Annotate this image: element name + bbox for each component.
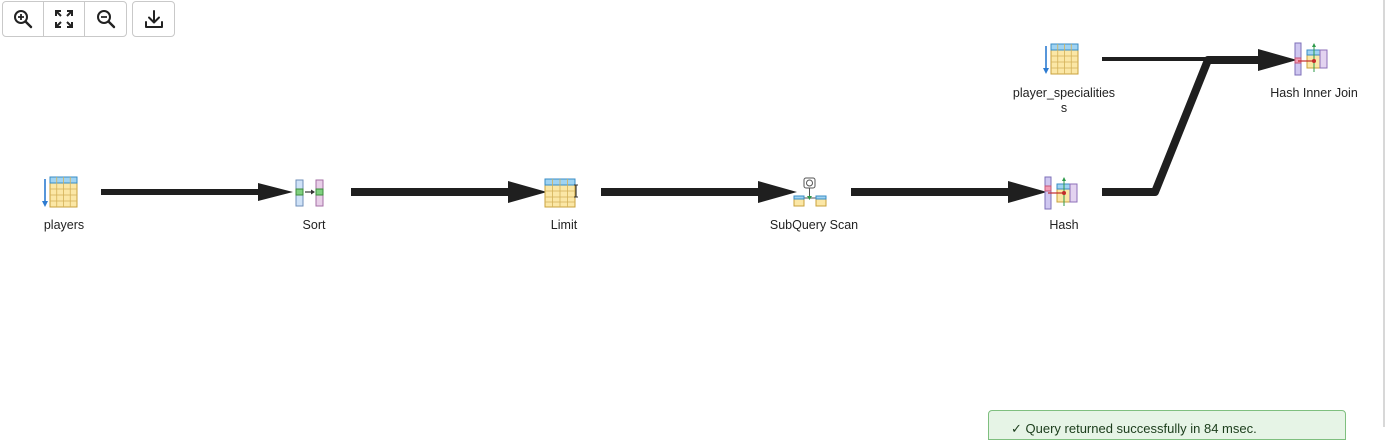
toast-message: ✓ Query returned successfully in 84 msec… — [1011, 421, 1257, 436]
node-label-line: s — [1060, 101, 1068, 115]
edge-players-sort — [101, 183, 293, 201]
edge-limit-subquery — [601, 181, 797, 203]
download-icon — [144, 10, 163, 28]
node-label-hash-inner-join[interactable]: Hash Inner Join — [1270, 86, 1358, 100]
download-button-group — [132, 1, 175, 37]
hash-inner-join-icon[interactable] — [1294, 42, 1328, 76]
subquery-scan-icon[interactable] — [792, 176, 828, 208]
hash-icon[interactable] — [1044, 176, 1078, 210]
notification-toast: ✓ Query returned successfully in 84 msec… — [988, 410, 1346, 440]
node-label-players[interactable]: players — [43, 218, 85, 232]
node-label-limit[interactable]: Limit — [550, 218, 578, 232]
node-label-hash[interactable]: Hash — [1049, 218, 1079, 232]
zoom-out-icon — [96, 10, 115, 29]
zoom-fit-button[interactable] — [44, 2, 85, 36]
vertical-scrollbar[interactable] — [1383, 0, 1385, 427]
edge-subquery-hash — [851, 181, 1047, 203]
node-label-player-specialities[interactable]: player_specialities s — [1004, 86, 1124, 116]
seq-scan-icon[interactable] — [42, 175, 78, 209]
node-label-subquery-scan[interactable]: SubQuery Scan — [769, 218, 859, 232]
node-label-sort[interactable]: Sort — [302, 218, 326, 232]
sort-icon[interactable] — [295, 179, 325, 207]
explain-plan-canvas — [101, 49, 1297, 203]
zoom-out-button[interactable] — [85, 2, 126, 36]
zoom-in-button[interactable] — [3, 2, 44, 36]
zoom-in-icon — [14, 10, 33, 29]
limit-icon[interactable] — [543, 177, 579, 209]
edge-hash-join — [1102, 49, 1297, 196]
zoom-button-group — [2, 1, 127, 37]
zoom-fit-icon — [55, 10, 73, 28]
download-button[interactable] — [133, 2, 174, 36]
node-label-line: player_specialities — [1012, 86, 1116, 100]
seq-scan-icon[interactable] — [1043, 42, 1079, 76]
edge-sort-limit — [351, 181, 547, 203]
